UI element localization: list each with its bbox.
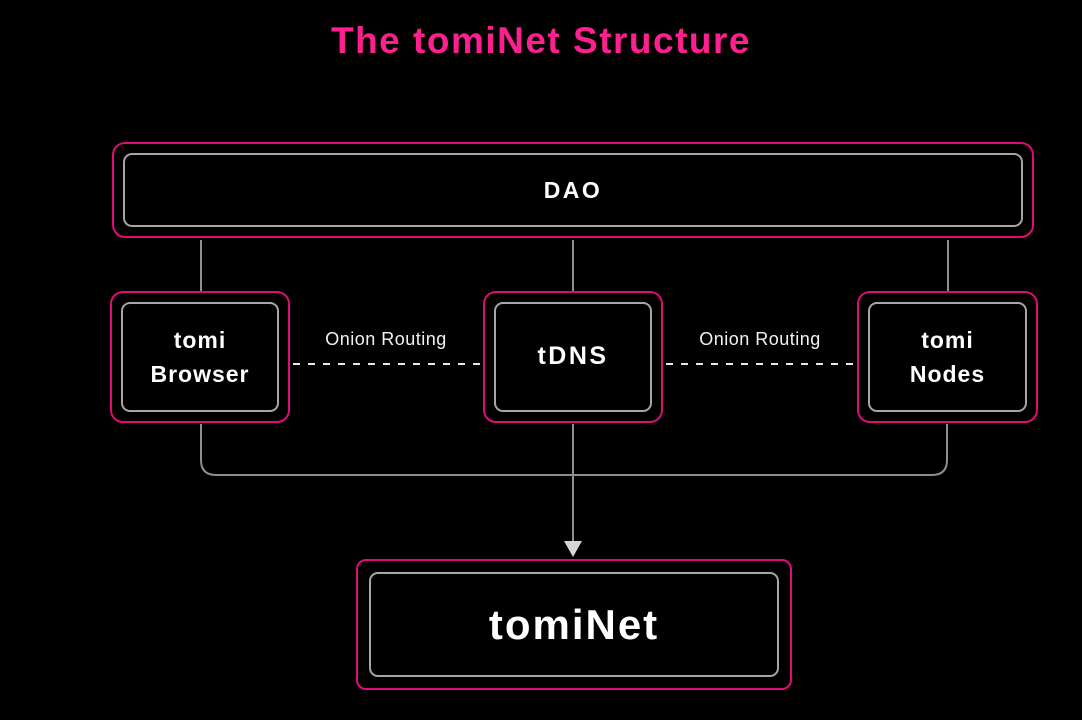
tomi-nodes-node-inner: tomi Nodes xyxy=(868,302,1027,412)
dao-node-inner: DAO xyxy=(123,153,1023,227)
arrow-down-icon xyxy=(564,541,582,557)
tomi-nodes-label-line1: tomi xyxy=(921,326,974,353)
tdns-node: tDNS xyxy=(483,291,663,423)
tominet-label: tomiNet xyxy=(488,600,660,648)
tomi-nodes-node: tomi Nodes xyxy=(857,291,1038,423)
tomi-nodes-label-line2: Nodes xyxy=(909,361,986,387)
tomi-browser-node-inner: tomi Browser xyxy=(121,302,279,412)
tdns-node-inner: tDNS xyxy=(494,302,652,412)
tominet-node: tomiNet xyxy=(356,559,792,690)
tomi-browser-node: tomi Browser xyxy=(110,291,290,423)
tominet-node-inner: tomiNet xyxy=(369,572,779,677)
tomi-browser-label-line1: tomi xyxy=(173,326,227,353)
dao-node: DAO xyxy=(112,142,1034,238)
onion-routing-label-left: Onion Routing xyxy=(325,329,447,349)
diagram-title: The tomiNet Structure xyxy=(330,20,752,61)
tdns-label: tDNS xyxy=(537,342,609,371)
edge-bracket-browser-nodes xyxy=(200,424,948,476)
onion-routing-label-right: Onion Routing xyxy=(699,329,821,349)
dao-label: DAO xyxy=(543,176,603,203)
tomi-browser-label-line2: Browser xyxy=(150,361,250,387)
